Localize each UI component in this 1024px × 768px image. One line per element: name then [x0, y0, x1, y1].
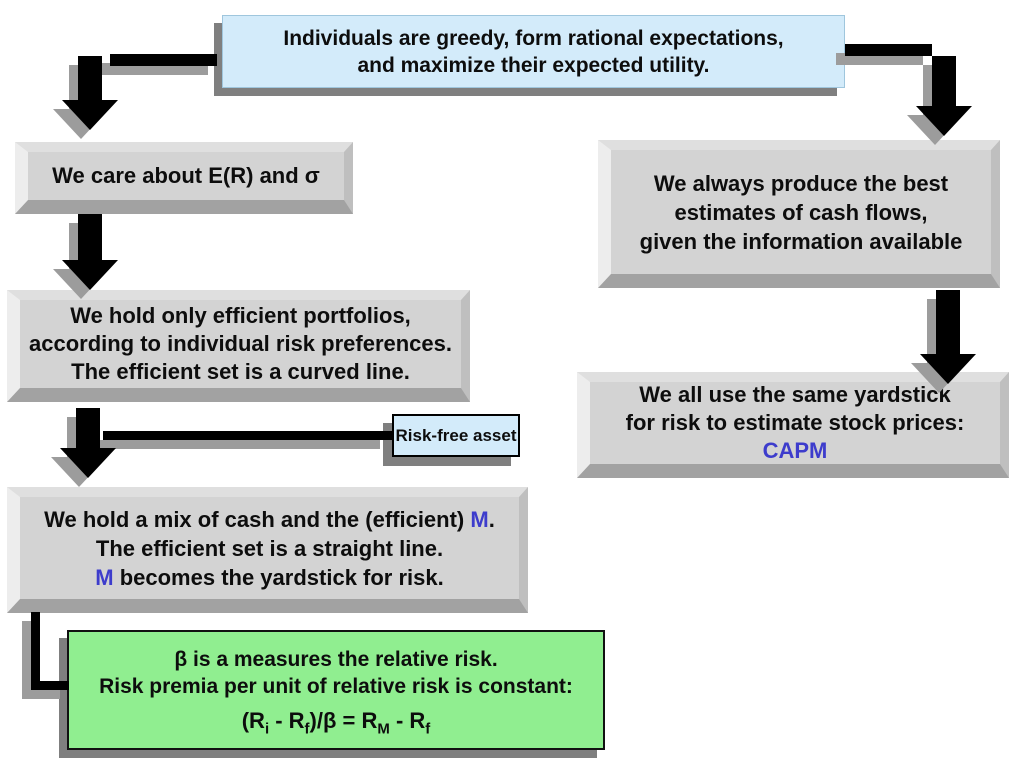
- elbow-vertical-shadow: [22, 621, 31, 699]
- node-mix-line1-period: .: [488, 506, 495, 532]
- arrow-left-3-shadow: [51, 417, 107, 487]
- node-risk-free-asset: Risk-free asset: [392, 414, 520, 457]
- arrow-right-1-shadow: [907, 65, 963, 145]
- capm-label: CAPM: [762, 438, 828, 463]
- formula-sub-m: M: [377, 720, 390, 738]
- node-mix-line1-m: M: [470, 506, 489, 532]
- node-mix-line2: The efficient set is a straight line.: [95, 535, 444, 561]
- node-cash-flow-estimates: We always produce the best estimates of …: [598, 140, 1000, 288]
- node-premise: Individuals are greedy, form rational ex…: [222, 15, 845, 88]
- node-cash-flow-line2: estimates of cash flows,: [674, 199, 928, 225]
- node-risk-free-asset-label: Risk-free asset: [395, 425, 517, 445]
- node-yardstick-line1: We all use the same yardstick: [639, 382, 951, 407]
- node-mix-line1: We hold a mix of cash and the (efficient…: [20, 505, 519, 534]
- node-premise-line1: Individuals are greedy, form rational ex…: [283, 26, 784, 50]
- formula-part2: - R: [269, 708, 305, 733]
- formula-sub-i: i: [264, 720, 270, 738]
- down-arrow-portfolios-to-mix-icon: [60, 408, 116, 478]
- node-mix-line3: M becomes the yardstick for risk.: [20, 563, 519, 592]
- bar-top-right-shadow: [836, 53, 923, 65]
- bar-top-left-shadow: [101, 63, 208, 75]
- node-efficient-portfolios-line3: The efficient set is a curved line.: [71, 359, 410, 384]
- down-arrow-premise-to-care-icon: [62, 56, 118, 130]
- node-efficient-portfolios: We hold only efficient portfolios, accor…: [7, 290, 470, 402]
- node-same-yardstick-capm: We all use the same yardstick for risk t…: [577, 372, 1009, 478]
- formula-part4: - R: [389, 708, 426, 733]
- node-mix-line3-m: M: [95, 564, 114, 590]
- node-beta-relative-risk: β is a measures the relative risk. Risk …: [67, 630, 605, 750]
- risk-free-line-shadow: [94, 440, 380, 449]
- bar-top-left: [110, 54, 217, 66]
- formula-part3: )/β = R: [309, 708, 378, 733]
- node-care-text: We care about E(R) and σ: [52, 163, 320, 188]
- elbow-horizontal: [31, 681, 69, 690]
- arrow-left-2-shadow: [53, 223, 109, 299]
- down-arrow-premise-to-cashflows-icon: [916, 56, 972, 136]
- bar-top-right: [845, 44, 932, 56]
- node-mix-cash-market: We hold a mix of cash and the (efficient…: [7, 487, 528, 613]
- node-cash-flow-line1: We always produce the best: [653, 170, 949, 196]
- node-cash-flow-line3: given the information available: [639, 228, 963, 254]
- node-care-about-er-sigma: We care about E(R) and σ: [15, 142, 353, 214]
- down-arrow-care-to-portfolios-icon: [62, 214, 118, 290]
- down-arrow-cashflows-to-yardstick-icon: [920, 290, 976, 384]
- node-efficient-portfolios-line2: according to individual risk preferences…: [28, 331, 453, 356]
- risk-free-line: [103, 431, 393, 440]
- node-beta-line2: Risk premia per unit of relative risk is…: [99, 675, 573, 698]
- node-beta-line1: β is a measures the relative risk.: [174, 648, 498, 671]
- elbow-vertical: [31, 612, 40, 690]
- node-mix-line3-text: becomes the yardstick for risk.: [113, 564, 444, 590]
- formula-sub-f2: f: [425, 720, 431, 738]
- node-yardstick-line2: for risk to estimate stock prices:: [625, 410, 965, 435]
- arrow-left-1-shadow: [53, 65, 109, 139]
- elbow-horizontal-shadow: [22, 690, 60, 699]
- node-efficient-portfolios-line1: We hold only efficient portfolios,: [70, 303, 411, 328]
- node-premise-line2: and maximize their expected utility.: [357, 53, 710, 77]
- node-mix-line1-text: We hold a mix of cash and the (efficient…: [44, 506, 471, 532]
- formula-sub-f: f: [304, 720, 310, 738]
- formula-part1: (R: [241, 708, 265, 733]
- node-beta-formula: (Ri - Rf)/β = RM - Rf: [69, 707, 603, 738]
